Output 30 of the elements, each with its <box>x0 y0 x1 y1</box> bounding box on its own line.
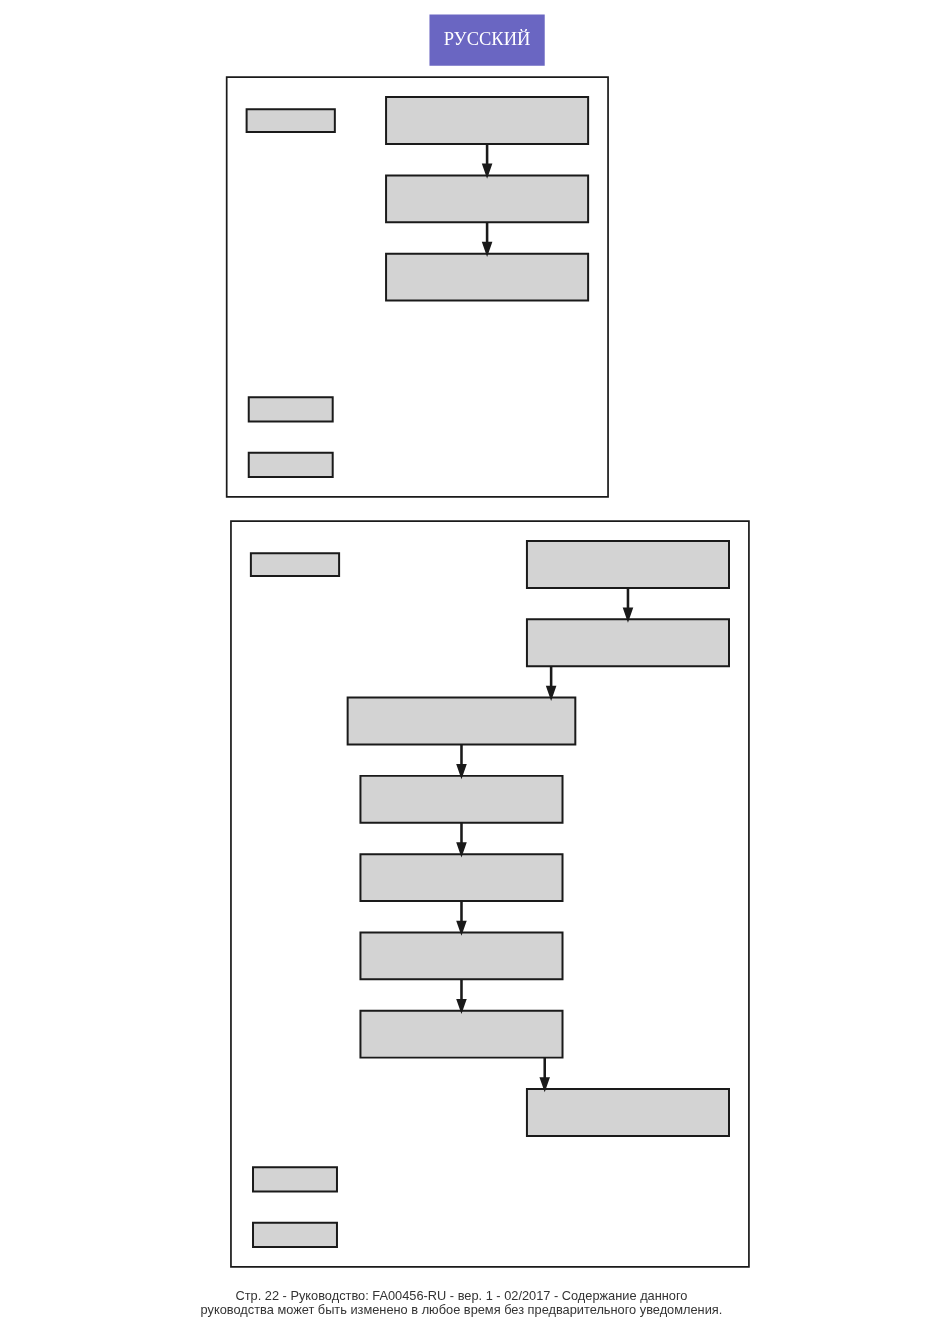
arrow <box>456 979 467 1014</box>
node-box <box>525 540 730 590</box>
arrow <box>481 222 493 257</box>
node-box <box>359 931 564 981</box>
arrow <box>622 588 634 623</box>
node-box <box>247 396 334 423</box>
node-box <box>385 96 590 146</box>
node-box <box>252 1166 338 1193</box>
node-box <box>249 552 341 577</box>
arrow <box>456 744 467 780</box>
node-box <box>245 108 336 133</box>
cluster <box>230 520 750 1268</box>
cluster <box>225 76 609 498</box>
node-box <box>359 853 564 903</box>
arrow <box>456 901 467 936</box>
node-box <box>525 1087 730 1137</box>
node-box <box>385 174 590 224</box>
arrow <box>481 144 493 179</box>
node-box <box>385 252 590 302</box>
arrow <box>545 666 557 701</box>
node-box <box>359 774 564 824</box>
label: Стр. 22 - Руководство: FA00456-RU - вер. 1 - 02/2017 - Содержание данного руководства может быть изменено в любое время без предварительного уведомления. <box>200 1287 723 1318</box>
node-box <box>252 1221 338 1248</box>
node-box <box>247 451 334 479</box>
node-box <box>346 696 577 746</box>
label: РУССКИЙ <box>443 29 531 50</box>
node-box <box>525 618 730 668</box>
node-box <box>359 1009 564 1059</box>
arrow <box>539 1057 550 1093</box>
arrow <box>456 822 467 858</box>
